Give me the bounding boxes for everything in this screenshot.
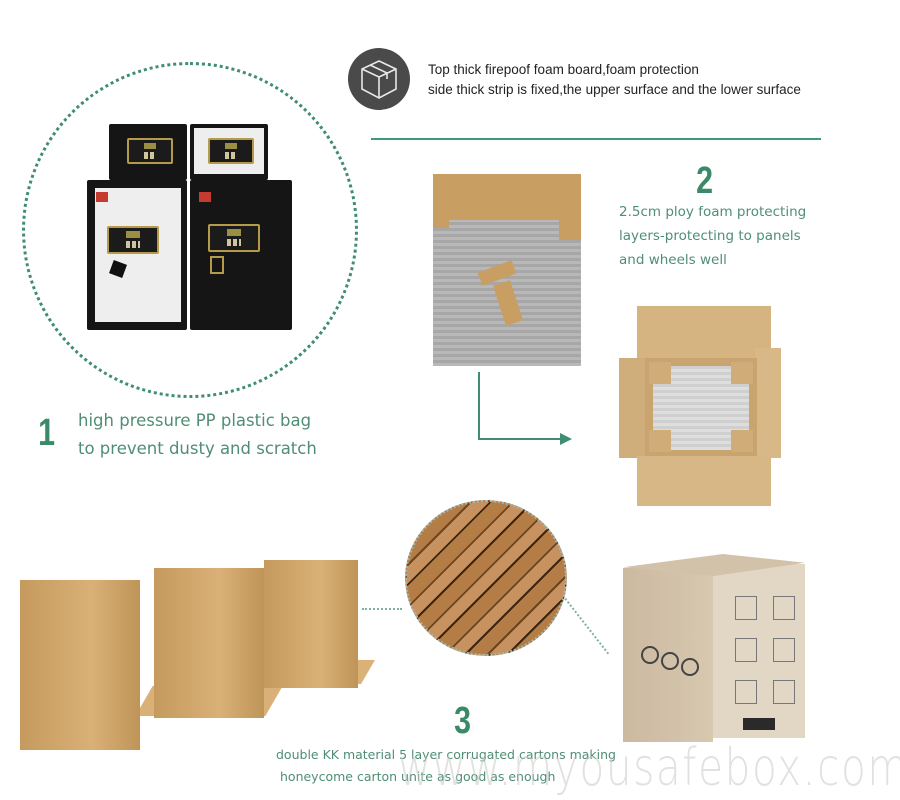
- carton-1: [20, 580, 140, 750]
- closed-carton-photo: [623, 554, 805, 742]
- step-1-line-1: high pressure PP plastic bag: [78, 411, 312, 430]
- header-line-1: Top thick firepoof foam board,foam prote…: [428, 62, 699, 77]
- carton-2: [154, 568, 264, 718]
- brand-logo-icon: [199, 192, 211, 202]
- flow-arrow-horizontal: [478, 438, 570, 440]
- dotted-arrow-right: [564, 598, 610, 655]
- foam-corner-protector-photo: [433, 174, 581, 366]
- carton-3: [264, 560, 358, 688]
- arrow-right-icon: [560, 433, 572, 445]
- step-3-number: 3: [454, 700, 472, 742]
- step-3-line-2: honeycome carton unite as good as enough: [280, 769, 556, 784]
- small-white-safe: [190, 124, 268, 180]
- watermark-text: www.myousafebox.com: [398, 738, 900, 798]
- handle-icon: [210, 256, 224, 274]
- header-line-2: side thick strip is fixed,the upper surf…: [428, 82, 801, 97]
- dotted-arrow-left: [362, 608, 402, 610]
- header-divider: [371, 138, 821, 140]
- step-1-number: 1: [38, 412, 56, 454]
- step-3-description: double KK material 5 layer corrugated ca…: [276, 744, 616, 788]
- step-2-line-2: layers-protecting to panels: [619, 228, 801, 244]
- corrugated-cross-section-photo: [405, 500, 567, 656]
- safes-group-photo: [87, 124, 292, 330]
- open-cartons-photo: [20, 560, 380, 750]
- safes-dotted-circle: [22, 62, 358, 398]
- tall-white-safe: [87, 180, 187, 330]
- brand-logo-icon: [96, 192, 108, 202]
- step-2-line-1: 2.5cm ploy foam protecting: [619, 204, 807, 220]
- step-2-description: 2.5cm ploy foam protecting layers-protec…: [619, 200, 806, 272]
- flow-arrow-vertical: [478, 372, 480, 440]
- step-2-line-3: and wheels well: [619, 252, 727, 268]
- package-box-icon: [348, 48, 410, 110]
- step-1-description: high pressure PP plastic bag to prevent …: [78, 407, 317, 463]
- header-description: Top thick firepoof foam board,foam prote…: [428, 60, 801, 100]
- tall-black-safe: [190, 180, 292, 330]
- step-2-number: 2: [696, 160, 714, 202]
- step-3-line-1: double KK material 5 layer corrugated ca…: [276, 747, 616, 762]
- step-1-line-2: to prevent dusty and scratch: [78, 439, 317, 458]
- small-black-safe: [109, 124, 187, 180]
- open-carton-with-foam-photo: [619, 306, 781, 506]
